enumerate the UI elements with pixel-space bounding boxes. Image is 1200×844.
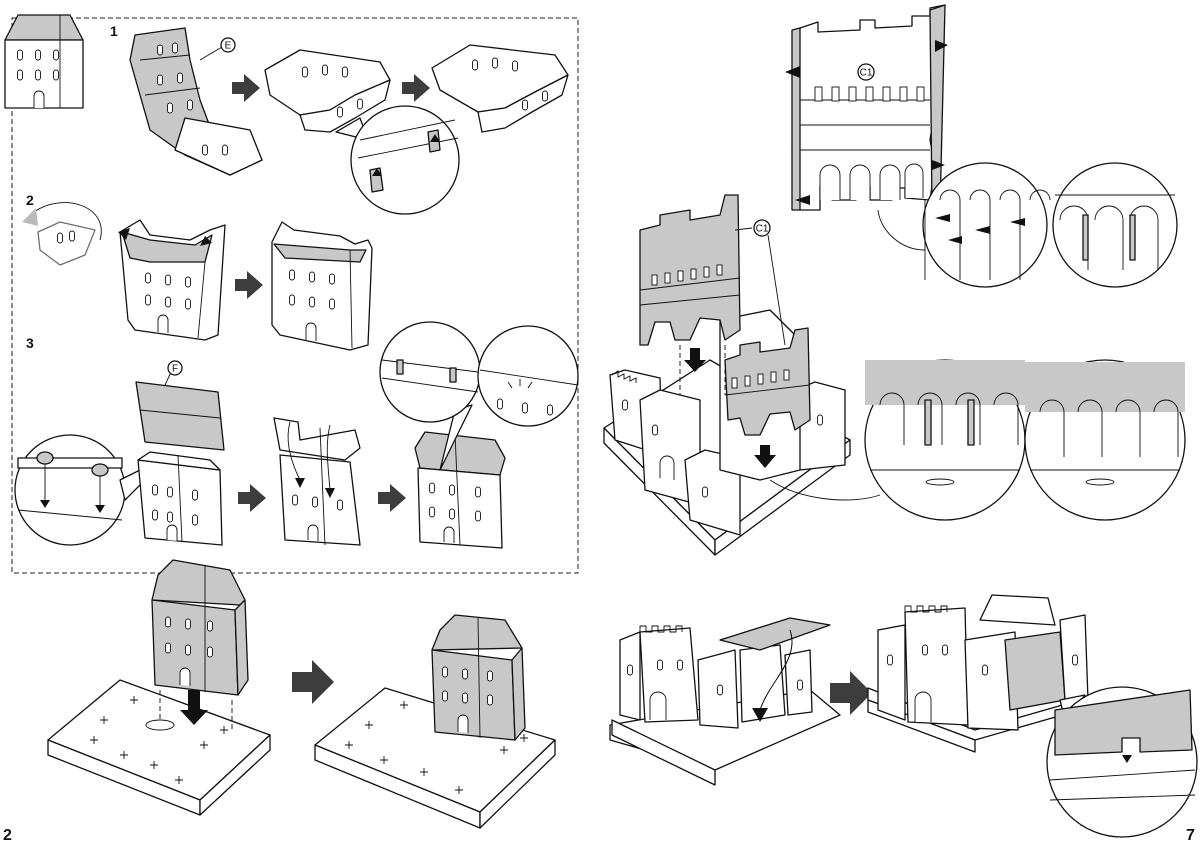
step1-arrow-1 xyxy=(232,74,260,102)
step-label-3: 3 xyxy=(26,335,34,351)
step3-arrow-1 xyxy=(238,484,266,512)
step1-part-result xyxy=(431,44,569,133)
part-label-c1-mid: C1 xyxy=(756,224,769,235)
main-arrow-right xyxy=(830,671,872,715)
house-reference-thumbnail xyxy=(4,14,84,109)
step1-part-folded xyxy=(264,49,391,133)
wall-c1-inserted xyxy=(724,327,881,501)
step3-detail-left-zoom xyxy=(14,434,171,546)
step3-house-before-roof xyxy=(137,451,223,546)
base-with-house-being-placed xyxy=(47,559,271,816)
base-with-house-placed xyxy=(314,614,556,829)
part-label-c1-top: C1 xyxy=(860,68,873,79)
part-label-f: F xyxy=(172,364,178,375)
step3-roof-part-f: F xyxy=(135,360,225,451)
page-number-right: 7 xyxy=(1186,827,1195,844)
c1-detail-zooms xyxy=(877,162,1178,288)
page-number-left: 2 xyxy=(3,827,12,844)
wall-part-c1: C1 xyxy=(785,4,948,211)
step1-detail-zoom xyxy=(335,105,460,215)
step2-house-opening xyxy=(118,219,226,341)
step-label-1: 1 xyxy=(110,23,118,39)
steps-dashed-frame xyxy=(11,17,579,574)
step3-house-inserting-roof xyxy=(273,417,361,546)
castle-base-with-towers xyxy=(603,309,851,556)
step-label-2: 2 xyxy=(26,192,34,208)
step2-rotate-thumbnail xyxy=(22,202,102,266)
castle-front-with-folding-roof xyxy=(609,617,841,786)
step1-arrow-2 xyxy=(402,74,430,102)
step2-house-result xyxy=(271,221,373,351)
step1-folding-part-e: E xyxy=(129,27,263,176)
wall-c1-descending: C1 xyxy=(639,194,786,395)
part-label-e: E xyxy=(225,41,232,52)
castle-completed-detail-zoom xyxy=(1046,686,1198,838)
step3-detail-zooms xyxy=(379,321,579,471)
step3-arrow-2 xyxy=(378,484,406,512)
step3-house-result xyxy=(414,431,506,549)
step2-arrow xyxy=(235,271,263,299)
castle-completed xyxy=(867,594,1089,753)
castle-detail-zooms xyxy=(864,359,1186,521)
main-arrow-left xyxy=(292,660,334,704)
